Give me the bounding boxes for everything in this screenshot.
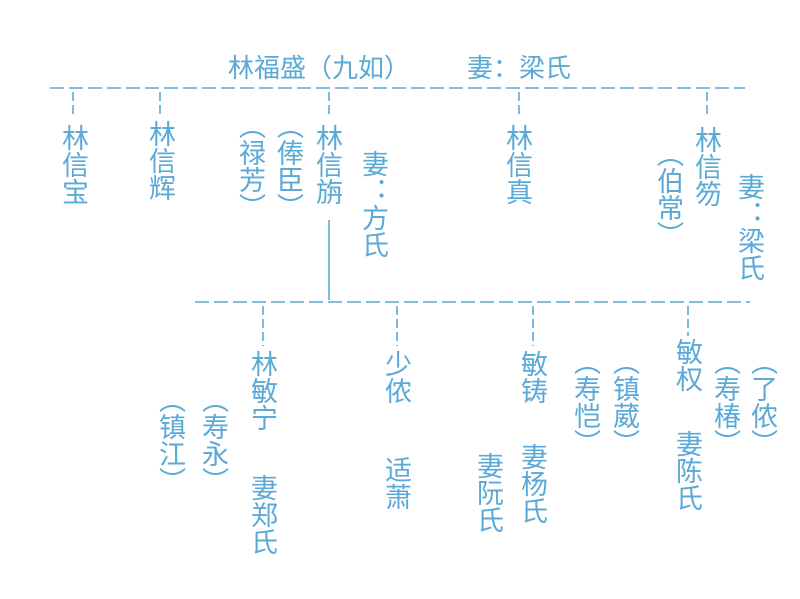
son-spouse-fang: 妻：方氏 [357, 150, 388, 258]
grandson-spouse-ruan: 妻阮氏 [472, 452, 503, 533]
grandson-name-minning: 林敏宁 [246, 350, 277, 431]
son-name-xinhui: 林信辉 [144, 120, 175, 201]
patriarch-name: 林福盛（九如） [228, 54, 411, 84]
son-name-xinhu: 林信笏 [690, 126, 721, 207]
grandson-name-minquan: 敏权 [671, 338, 702, 392]
grandson-alt-name-zhenwei: （镇葳） [608, 348, 639, 456]
daughter-married-xiao: 适萧 [380, 456, 411, 510]
grandson-name-minzhu: 敏铸 [516, 350, 547, 404]
patriarch-spouse: 妻：梁氏 [467, 54, 572, 84]
grandson-alt-name-shouyong: （寿永） [197, 386, 228, 494]
son-name-xinzhan: 林信旃 [311, 124, 342, 205]
daughter-name-shaonong: 少侬 [380, 350, 411, 404]
son-alt-name-lufang: （禄芳） [234, 112, 265, 220]
son-alt-name-bochang: （伯常） [652, 140, 683, 248]
son-alt-name-fengchen: （俸臣） [272, 112, 303, 220]
grandson-spouse-zheng: 妻郑氏 [246, 474, 277, 555]
grandson-alt-name-shouchun: （寿椿） [709, 348, 740, 456]
son-name-xinbao: 林信宝 [57, 124, 88, 205]
grandson-spouse-chen: 妻陈氏 [671, 430, 702, 511]
grandson-spouse-yang: 妻杨氏 [516, 443, 547, 524]
grandson-alt-name-shoukai: （寿恺） [569, 348, 600, 456]
son-name-xinzhen: 林信真 [501, 124, 532, 205]
grandson-alt-name-liaonong: （了侬） [746, 348, 777, 456]
son-spouse-liang: 妻：梁氏 [733, 173, 764, 281]
grandson-alt-name-zhenjiang: （镇江） [154, 386, 185, 494]
